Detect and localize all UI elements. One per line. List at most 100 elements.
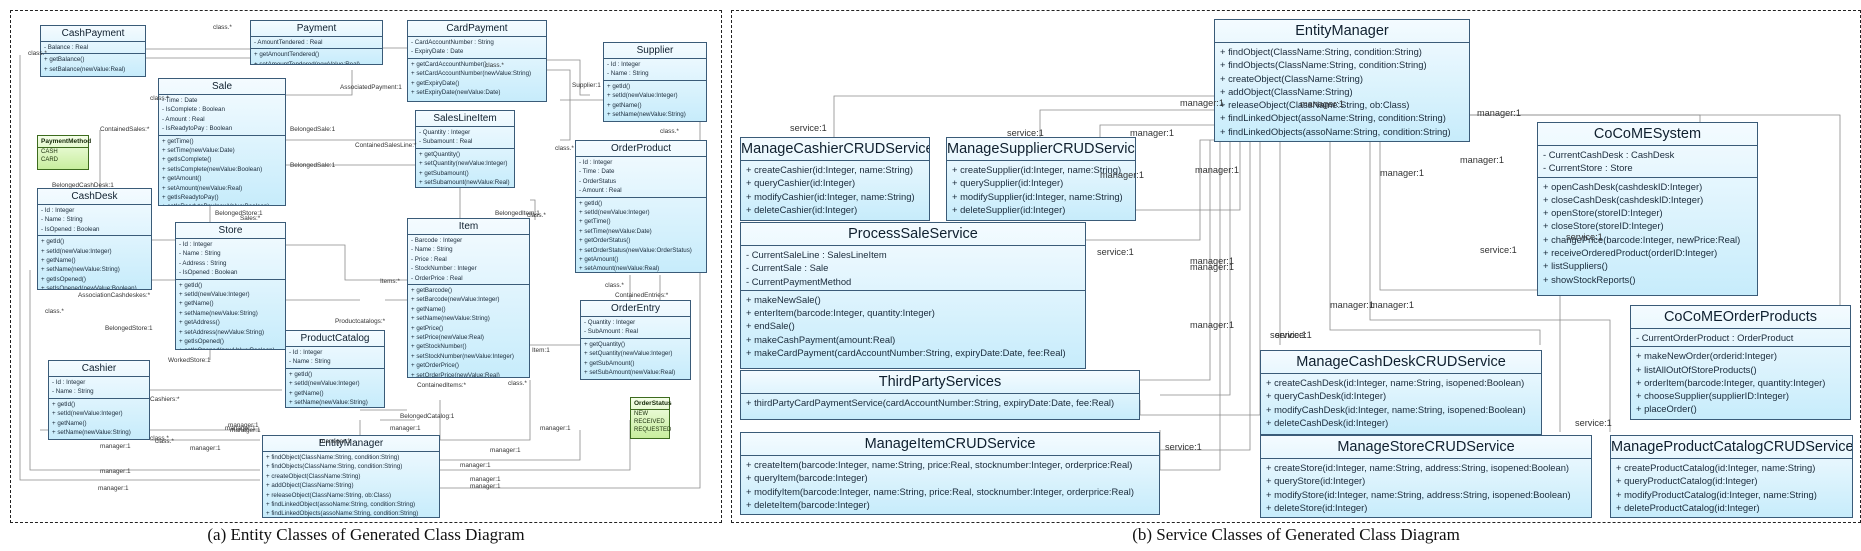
operation: + getId() bbox=[52, 400, 76, 408]
attributes-compartment: - Time : Date- IsComplete : Boolean- Amo… bbox=[159, 95, 285, 136]
attributes-compartment: - AmountTendered : Real bbox=[251, 37, 382, 50]
operation: + modifyCashier(id:Integer, name:String) bbox=[746, 190, 915, 202]
operation: + getName() bbox=[52, 419, 87, 427]
association-label: Cashiers:* bbox=[150, 396, 180, 403]
association-label: class.* bbox=[155, 438, 174, 445]
attribute: - Barcode : Integer bbox=[411, 237, 463, 244]
attribute: - Subamount : Real bbox=[419, 138, 473, 146]
association-label: manager:1 bbox=[1180, 98, 1224, 108]
operation: + findLinkedObject(assoName:String, cond… bbox=[1220, 112, 1446, 124]
operation: + placeOrder() bbox=[1636, 403, 1697, 415]
association-label: manager:1 bbox=[1477, 108, 1521, 118]
class-name: Store bbox=[176, 223, 285, 239]
attribute: - Id : Integer bbox=[179, 241, 213, 248]
operations-compartment: + getId()+ setId(newValue:Integer)+ getN… bbox=[604, 81, 706, 121]
operations-compartment: + openCashDesk(cashdeskID:Integer)+ clos… bbox=[1538, 178, 1757, 288]
enum-name: PaymentMethod bbox=[38, 136, 91, 148]
operations-compartment: + createStore(id:Integer, name:String, a… bbox=[1261, 459, 1591, 516]
operation: + getId() bbox=[289, 370, 313, 378]
attribute: - CardAccountNumber : String bbox=[411, 39, 494, 46]
operation: + getName() bbox=[289, 389, 324, 397]
attribute: - StockNumber : Integer bbox=[411, 265, 477, 273]
attribute: - Time : Date bbox=[579, 168, 615, 176]
operations-compartment: + getAmountTendered()+ setAmountTendered… bbox=[251, 49, 382, 64]
entity-class-sales-line-item: SalesLineItem- Quantity : Integer- Subam… bbox=[415, 110, 515, 188]
enum-value: CASH bbox=[41, 149, 58, 155]
association-label: manager:1 bbox=[470, 483, 501, 490]
operation: + setOrderPrice(newValue:Real) bbox=[411, 371, 500, 378]
operation: + getExpiryDate() bbox=[411, 79, 460, 87]
operation: + getQuantity() bbox=[419, 150, 461, 158]
operation: + getIsOpened() bbox=[179, 338, 224, 346]
association-label: AssociationCashdeskes:* bbox=[78, 292, 151, 299]
operation: + releaseObject(ClassName:String, ob:Cla… bbox=[1220, 99, 1410, 111]
enum-value: CARD bbox=[41, 157, 59, 163]
operation: + deleteSupplier(id:Integer) bbox=[952, 203, 1066, 215]
operation: + setName(newValue:String) bbox=[411, 315, 490, 323]
association-label: manager:1 bbox=[1190, 262, 1234, 272]
operation: + makeNewSale() bbox=[746, 293, 821, 305]
entity-class-cash-desk: CashDesk- Id : Integer- Name : String- I… bbox=[37, 188, 152, 290]
attributes-compartment: - Id : Integer- Name : String- Address :… bbox=[176, 239, 285, 280]
operation: + setPrice(newValue:Real) bbox=[411, 334, 484, 342]
attribute: - CurrentOrderProduct : OrderProduct bbox=[1636, 332, 1794, 343]
association-label: BelongedCatalog:1 bbox=[400, 413, 455, 420]
attribute: - AmountTendered : Real bbox=[254, 39, 323, 46]
attribute: - IsComplete : Boolean bbox=[162, 106, 225, 114]
operation: + querySupplier(id:Integer) bbox=[952, 177, 1064, 189]
operation: + findLinkedObjects(assoName:String, con… bbox=[1220, 125, 1451, 137]
operation: + modifyStore(id:Integer, name:String, a… bbox=[1266, 488, 1571, 500]
operations-compartment: + getCardAccountNumber()+ setCardAccount… bbox=[408, 59, 546, 99]
association-label: manager:1 bbox=[470, 476, 501, 483]
enum-value: REQUESTED bbox=[634, 427, 672, 433]
association-label: manager:1 bbox=[190, 445, 221, 452]
operation: + deleteCashier(id:Integer) bbox=[746, 203, 858, 215]
service-diagram-caption: (b) Service Classes of Generated Class D… bbox=[1132, 525, 1460, 544]
association-label: WorkedStore:1 bbox=[168, 357, 211, 364]
operation: + setCardAccountNumber(newValue:String) bbox=[411, 70, 532, 78]
class-name: CashPayment bbox=[41, 26, 145, 42]
operation: + createProductCatalog(id:Integer, name:… bbox=[1616, 462, 1816, 473]
operation: + getIsReadytoPay() bbox=[162, 194, 219, 202]
service-class-manage-item-crudservice: ManageItemCRUDService+ createItem(barcod… bbox=[740, 432, 1160, 515]
attributes-compartment: - CardAccountNumber : String- ExpiryDate… bbox=[408, 37, 546, 59]
attribute: - Time : Date bbox=[162, 97, 198, 104]
operations-compartment: + getId() + setId(newValue:Integer)+ getN… bbox=[286, 369, 384, 407]
operation: + setId(newValue:Integer) bbox=[289, 380, 360, 388]
attribute: - Amount : Real bbox=[579, 187, 622, 195]
attribute: - IsOpened : Boolean bbox=[179, 269, 238, 277]
operation: + setName(newValue:String) bbox=[289, 399, 368, 407]
operation: + thirdPartyCardPaymentService(cardAccou… bbox=[746, 397, 1115, 408]
operation: + setSubAmount(newValue:Real) bbox=[584, 369, 676, 377]
operation: + setSubamount(newValue:Real) bbox=[419, 179, 510, 187]
class-name: EntityManager bbox=[263, 436, 439, 452]
operation: + setTime(newValue:Date) bbox=[579, 227, 652, 235]
attributes-compartment: - Balance : Real bbox=[41, 42, 145, 55]
operation: + getId() bbox=[579, 199, 603, 207]
attribute: - CurrentSale : Sale bbox=[746, 262, 829, 274]
class-name: Payment bbox=[251, 21, 382, 37]
operation: + getAddress() bbox=[179, 319, 220, 327]
operation: + enterItem(barcode:Integer, quantity:In… bbox=[746, 307, 935, 319]
association-label: service:1 bbox=[1480, 245, 1517, 255]
class-name: CoCoMEOrderProducts bbox=[1631, 306, 1850, 329]
operation: + setQuantity(newValue:Integer) bbox=[584, 350, 673, 358]
association-label: BelongedItem:1 bbox=[495, 210, 540, 217]
operation: + setIsOpened(newValue:Boolean) bbox=[41, 285, 137, 290]
operation: + getSubAmount() bbox=[584, 359, 635, 367]
attribute: - CurrentCashDesk : CashDesk bbox=[1543, 149, 1675, 160]
class-name: ManageStoreCRUDService bbox=[1261, 436, 1591, 459]
attribute: - OrderPrice : Real bbox=[411, 274, 463, 282]
class-name: ManageProductCatalogCRUDService bbox=[1611, 436, 1852, 459]
association-label: service:1 bbox=[790, 123, 827, 133]
operation: + getName() bbox=[179, 300, 214, 308]
operations-compartment: + createItem(barcode:Integer, name:Strin… bbox=[741, 456, 1159, 513]
attributes-compartment: - CurrentOrderProduct : OrderProduct bbox=[1631, 329, 1850, 348]
entity-class-cashier: Cashier- Id : Integer- Name : String+ ge… bbox=[48, 360, 150, 440]
operation: + setStockNumber(newValue:Integer) bbox=[411, 352, 514, 360]
attribute: - Name : String bbox=[289, 358, 331, 366]
enum-value: RECEIVED bbox=[634, 419, 665, 425]
operation: + getSubamount() bbox=[419, 169, 469, 177]
operation: + setId(newValue:Integer) bbox=[52, 410, 123, 418]
